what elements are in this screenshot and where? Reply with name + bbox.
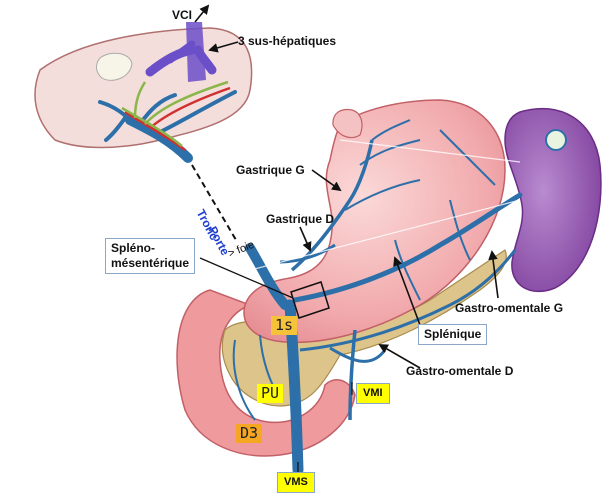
splenic-vein [292, 192, 523, 303]
inferior-mesenteric-vein [348, 329, 357, 421]
label-vci: VCI [172, 8, 193, 22]
gastrique-d-arrow [299, 226, 312, 252]
hepatic-artery [124, 86, 231, 152]
portal-dashed-line [191, 164, 237, 241]
right-gastric-vein [279, 243, 336, 264]
portal-trunk-intrahepatic [125, 115, 193, 163]
label-splenique: Splénique [418, 324, 488, 345]
spleen-icon [545, 129, 567, 151]
label-sus-hepatiques: 3 sus-hépatiques [238, 34, 337, 48]
label-gastrique-d: Gastrique D [266, 212, 335, 226]
omentum-lines [211, 139, 521, 281]
label-gastro-omentale-g: Gastro-omentale G [455, 301, 564, 315]
hepatic-vein-middle [166, 40, 196, 64]
bile-duct [121, 80, 229, 147]
label-vms: VMS [277, 472, 315, 493]
label-spleno-mesenterique: Spléno- mésentérique [105, 238, 196, 274]
segment-d1: 1s [271, 316, 298, 335]
portal-branches [98, 90, 237, 142]
spleno-pointer [199, 257, 294, 299]
hepatic-vein-right [193, 45, 217, 75]
stomach-wall-veins [232, 119, 496, 421]
vci-arrow [194, 4, 210, 23]
label-spleno-line1: Spléno- [111, 241, 155, 255]
segment-d2: PU [257, 384, 284, 403]
label-gastro-omentale-d: Gastro-omentale D [406, 364, 514, 378]
confluence-marker [290, 281, 330, 319]
duodenum [176, 289, 356, 457]
label-spleno-line2: mésentérique [111, 256, 190, 270]
sus-hepatiques-arrow [208, 41, 239, 53]
splenique-arrow [393, 256, 421, 326]
label-gastrique-g: Gastrique G [236, 163, 305, 177]
gallbladder [96, 52, 133, 81]
label-vmi: VMI [356, 383, 390, 404]
esophagus [332, 108, 363, 139]
portal-trunk [245, 243, 290, 310]
gastro-omental-veins [299, 249, 517, 363]
gastro-omentale-d-arrow [378, 344, 421, 369]
spleen [504, 107, 602, 293]
gastro-omentale-g-arrow [488, 250, 499, 299]
gastrique-g-arrow [311, 169, 342, 192]
segment-d3: D3 [236, 424, 263, 443]
